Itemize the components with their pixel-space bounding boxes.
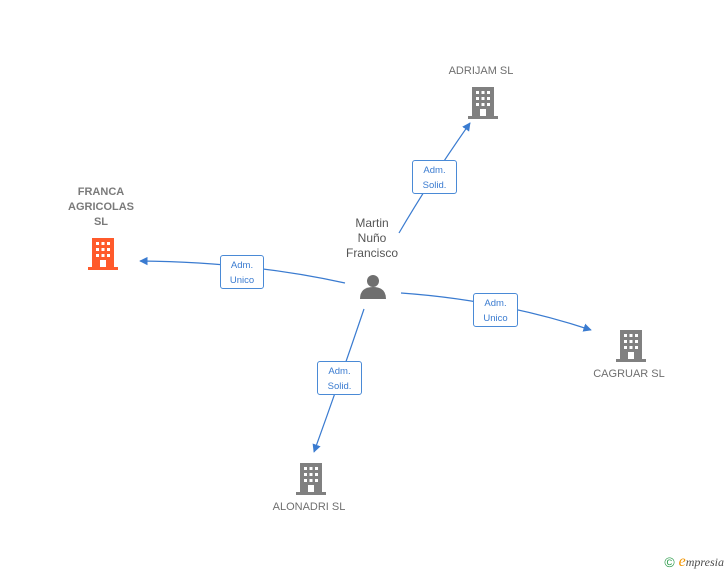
brand-e: e: [678, 553, 686, 570]
edge-label-adrijam[interactable]: Adm. Solid.: [412, 160, 457, 194]
node-label-adrijam[interactable]: ADRIJAM SL: [448, 65, 514, 77]
edge-label-alonadri[interactable]: Adm. Solid.: [317, 361, 362, 395]
brand-logo[interactable]: empresia: [679, 553, 724, 571]
node-label-person[interactable]: Martin Nuño Francisco: [345, 216, 398, 260]
node-label-alonadri[interactable]: ALONADRI SL: [272, 501, 346, 513]
node-label-cagruar[interactable]: CAGRUAR SL: [593, 368, 665, 380]
person-icon[interactable]: [360, 275, 386, 299]
building-icon-adrijam[interactable]: [468, 87, 498, 119]
building-icon-cagruar[interactable]: [616, 330, 646, 362]
edge-label-franca[interactable]: Adm. Unico: [220, 255, 264, 289]
edge-label-cagruar[interactable]: Adm. Unico: [473, 293, 518, 327]
node-label-franca[interactable]: FRANCA AGRICOLAS SL: [68, 186, 134, 228]
footer-brand: © empresia: [664, 553, 724, 571]
building-icon-franca[interactable]: [88, 236, 118, 270]
building-icon-alonadri[interactable]: [296, 463, 326, 495]
copyright-icon: ©: [664, 554, 675, 570]
brand-name: mpresia: [685, 555, 724, 569]
